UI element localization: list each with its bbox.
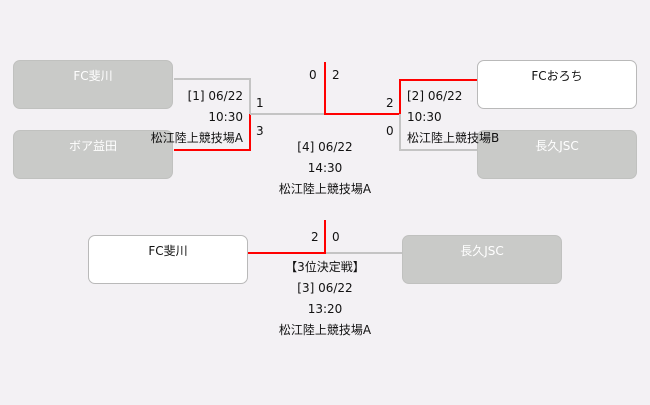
match-time: 13:20 <box>307 302 343 316</box>
match-label[interactable]: [3] 06/22 <box>297 281 353 295</box>
team-box-fc-orochi[interactable]: FCおろち <box>477 60 637 109</box>
score: 2 <box>386 96 394 110</box>
score: 0 <box>309 68 317 82</box>
score: 3 <box>256 124 264 138</box>
match-time: 10:30 <box>208 110 243 124</box>
bracket-line <box>250 113 325 115</box>
bracket-line-winner <box>399 79 401 115</box>
match-time: 14:30 <box>307 161 343 175</box>
team-box-nagahisa-jsc-third[interactable]: 長久JSC <box>402 235 562 284</box>
bracket-line <box>399 114 401 151</box>
team-box-boa-masuda[interactable]: ボア益田 <box>13 130 173 179</box>
match1-info: [1] 06/22 10:30 松江陸上競技場A <box>151 86 243 149</box>
bracket-line-winner <box>324 62 326 115</box>
match-venue: 松江陸上競技場A <box>150 131 243 145</box>
match-venue: 松江陸上競技場A <box>278 182 372 196</box>
match-label[interactable]: [4] 06/22 <box>297 140 353 154</box>
bracket-line <box>326 252 402 254</box>
match-label[interactable]: [2] 06/22 <box>407 89 463 103</box>
third-place-title: 【3位決定戦】 <box>285 260 365 274</box>
score: 1 <box>256 96 264 110</box>
bracket-line-winner <box>249 114 251 151</box>
bracket-line-winner <box>248 252 326 254</box>
bracket-line-winner <box>324 220 326 254</box>
team-box-fc-hikawa[interactable]: FC斐川 <box>13 60 173 109</box>
team-box-fc-hikawa-third[interactable]: FC斐川 <box>88 235 248 284</box>
match-venue: 松江陸上競技場B <box>407 131 500 145</box>
match-venue: 松江陸上競技場A <box>278 323 372 337</box>
score: 0 <box>386 124 394 138</box>
bracket-line-winner <box>174 149 251 151</box>
score: 2 <box>332 68 340 82</box>
third-info: 【3位決定戦】 [3] 06/22 13:20 松江陸上競技場A <box>225 257 425 341</box>
team-box-nagahisa-jsc[interactable]: 長久JSC <box>477 130 637 179</box>
final-info: [4] 06/22 14:30 松江陸上競技場A <box>225 137 425 200</box>
bracket-line <box>399 149 477 151</box>
score: 0 <box>332 230 340 244</box>
bracket-line-winner <box>399 79 477 81</box>
bracket-line <box>174 78 251 80</box>
match-time: 10:30 <box>407 110 442 124</box>
bracket-line <box>249 78 251 115</box>
score: 2 <box>311 230 319 244</box>
match2-info: [2] 06/22 10:30 松江陸上競技場B <box>407 86 499 149</box>
bracket-line-winner <box>325 113 401 115</box>
match-label[interactable]: [1] 06/22 <box>187 89 243 103</box>
